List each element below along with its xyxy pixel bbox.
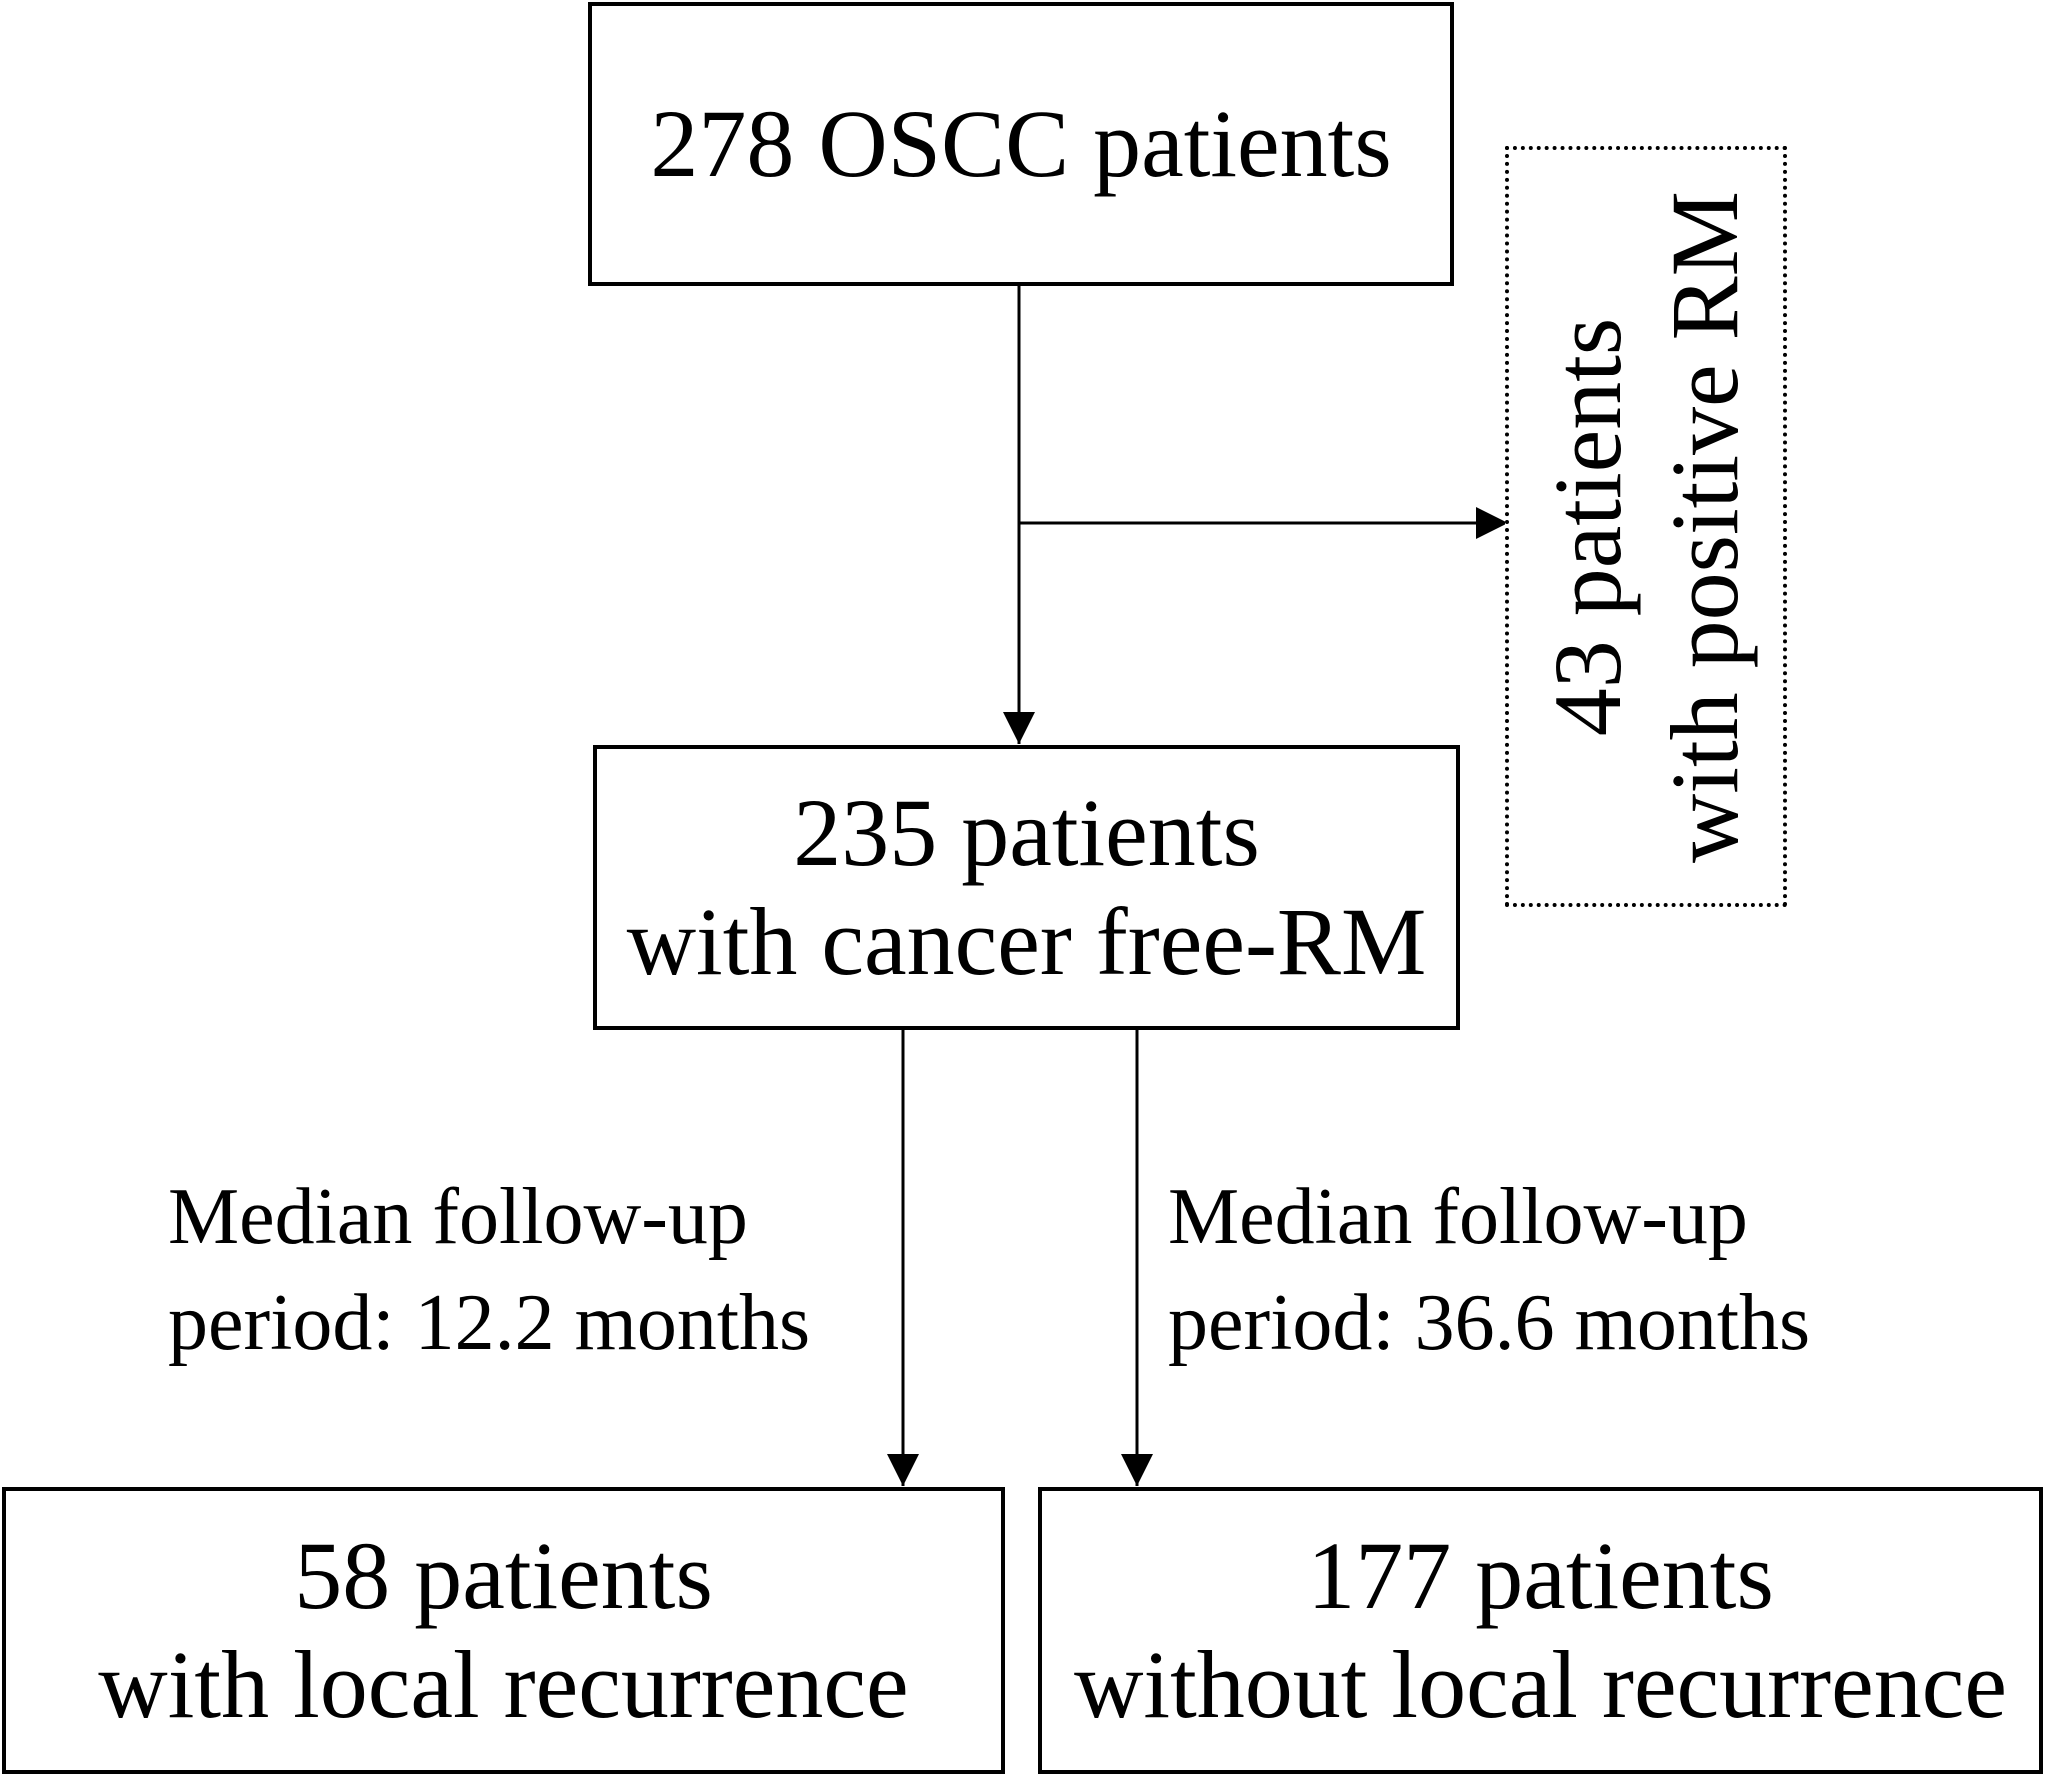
arrowhead-middle-to-left [887, 1454, 919, 1486]
excluded-box-text: 43 patients with positive RM [1529, 190, 1763, 862]
left-followup-label: Median follow-up period: 12.2 months [168, 1164, 810, 1377]
right-outcome-box: 177 patients without local recurrence [1038, 1487, 2043, 1774]
excluded-box-line2: with positive RM [1651, 190, 1758, 863]
excluded-box-line1: 43 patients [1533, 317, 1641, 736]
start-box-text: 278 OSCC patients [650, 89, 1392, 197]
left-followup-line2: period: 12.2 months [168, 1279, 811, 1368]
right-followup-line1: Median follow-up [1168, 1173, 1748, 1261]
arrowhead-start-to-middle [1003, 712, 1035, 744]
excluded-box: 43 patients with positive RM [1505, 146, 1787, 907]
left-outcome-line1: 58 patients [294, 1522, 713, 1630]
middle-box: 235 patients with cancer free-RM [593, 745, 1460, 1030]
left-outcome-line2: with local recurrence [98, 1630, 909, 1738]
right-followup-label: Median follow-up period: 36.6 months [1168, 1164, 1810, 1377]
middle-box-line1: 235 patients [793, 779, 1260, 887]
start-box: 278 OSCC patients [588, 2, 1454, 286]
right-followup-line2: period: 36.6 months [1168, 1279, 1811, 1368]
left-followup-line1: Median follow-up [168, 1173, 748, 1261]
arrowhead-to-excluded [1476, 507, 1508, 539]
arrowhead-middle-to-right [1121, 1454, 1153, 1486]
middle-box-line2: with cancer free-RM [626, 887, 1427, 995]
right-outcome-line2: without local recurrence [1074, 1630, 2007, 1738]
left-outcome-box: 58 patients with local recurrence [2, 1487, 1005, 1774]
right-outcome-line1: 177 patients [1307, 1522, 1774, 1630]
